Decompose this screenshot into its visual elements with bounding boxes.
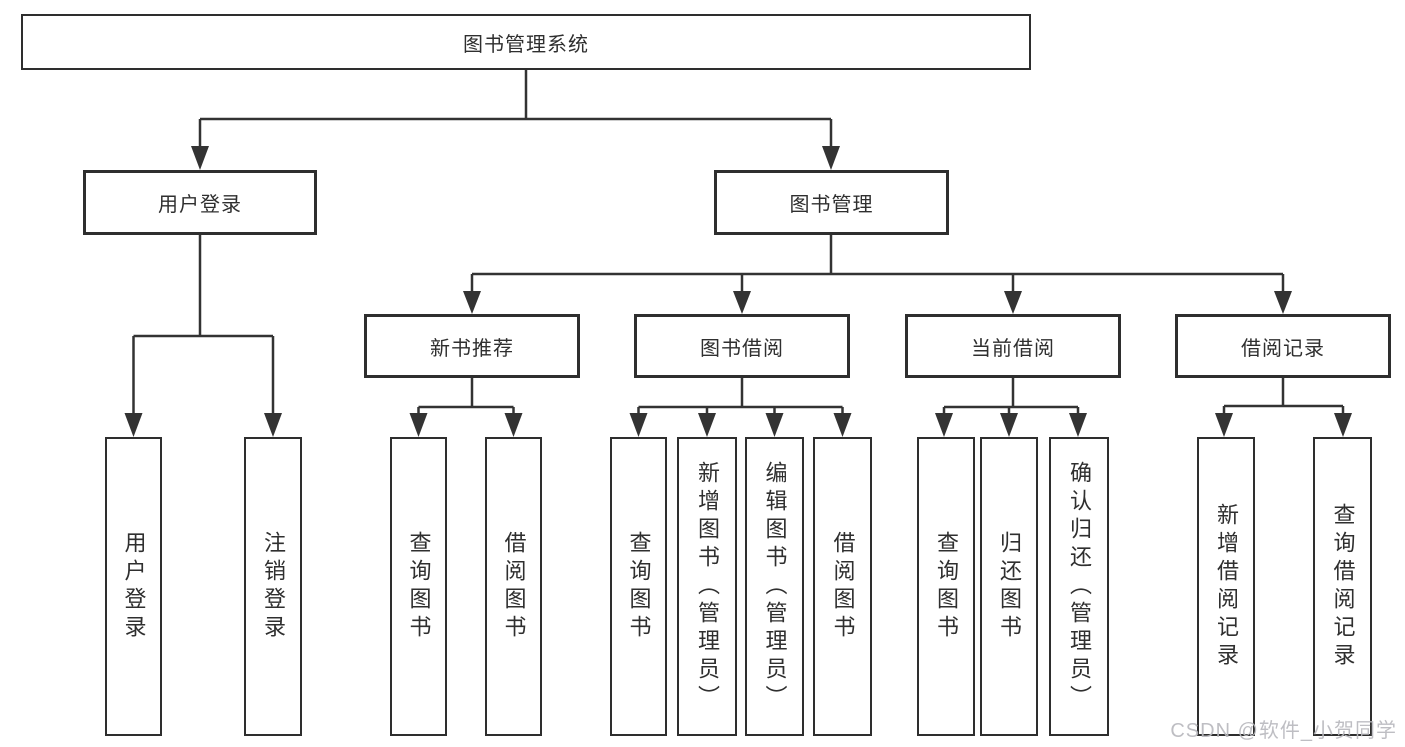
leaf-confirm-return-admin: 确认归还（管理员）	[1049, 437, 1109, 736]
leaf-query-books-current-label: 查询图书	[934, 530, 959, 643]
leaf-query-books-recommend-label: 查询图书	[406, 530, 432, 643]
csdn-watermark: CSDN @软件_小贺同学	[1170, 720, 1397, 742]
leaf-borrow-books-recommend-label: 借阅图书	[501, 530, 527, 643]
arrow-down-icon	[765, 413, 784, 437]
connector-path	[132, 70, 1345, 416]
leaf-add-borrow-record: 新增借阅记录	[1197, 437, 1255, 736]
node-root-label: 图书管理系统	[463, 33, 589, 56]
leaf-query-books-current: 查询图书	[917, 437, 975, 736]
leaf-edit-books-admin: 编辑图书（管理员）	[745, 437, 804, 736]
leaf-add-borrow-record-label: 新增借阅记录	[1214, 502, 1239, 671]
arrow-down-icon	[1000, 413, 1018, 437]
leaf-add-books-admin: 新增图书（管理员）	[677, 437, 737, 736]
node-book-management: 图书管理	[714, 170, 949, 235]
arrow-down-icon	[733, 291, 751, 314]
arrow-down-icon	[833, 413, 852, 437]
leaf-borrow-books-recommend: 借阅图书	[485, 437, 542, 736]
arrow-down-icon	[1215, 413, 1233, 437]
arrow-down-icon	[409, 413, 428, 437]
node-current-borrow-label: 当前借阅	[971, 337, 1055, 360]
arrow-down-icon	[264, 413, 282, 437]
node-root: 图书管理系统	[21, 14, 1031, 70]
arrowheads	[124, 146, 1352, 437]
node-book-borrow-label: 图书借阅	[700, 337, 784, 360]
leaf-edit-books-admin-label: 编辑图书（管理员）	[762, 460, 788, 713]
leaf-user-login-label: 用户登录	[121, 530, 147, 643]
arrow-down-icon	[191, 146, 209, 170]
arrow-down-icon	[1004, 291, 1022, 314]
arrow-down-icon	[1334, 413, 1352, 437]
leaf-borrow-books-label: 借阅图书	[830, 530, 856, 643]
arrow-down-icon	[1069, 413, 1087, 437]
arrow-down-icon	[1274, 291, 1292, 314]
leaf-borrow-books: 借阅图书	[813, 437, 872, 736]
node-new-book-recommend-label: 新书推荐	[430, 337, 514, 360]
leaf-query-books-recommend: 查询图书	[390, 437, 447, 736]
node-user-login-label: 用户登录	[158, 194, 242, 216]
node-borrow-records: 借阅记录	[1175, 314, 1391, 378]
arrow-down-icon	[822, 146, 840, 170]
node-book-management-label: 图书管理	[789, 194, 874, 216]
leaf-query-borrow-record-label: 查询借阅记录	[1330, 502, 1356, 671]
node-borrow-records-label: 借阅记录	[1241, 337, 1325, 360]
leaf-confirm-return-admin-label: 确认归还（管理员）	[1067, 460, 1092, 713]
arrow-down-icon	[698, 413, 716, 437]
node-new-book-recommend: 新书推荐	[364, 314, 580, 378]
arrow-down-icon	[935, 413, 953, 437]
node-book-borrow: 图书借阅	[634, 314, 850, 378]
arrow-down-icon	[629, 413, 648, 437]
node-user-login: 用户登录	[83, 170, 317, 235]
arrow-down-icon	[504, 413, 523, 437]
node-current-borrow: 当前借阅	[905, 314, 1121, 378]
leaf-query-books-borrow: 查询图书	[610, 437, 667, 736]
leaf-query-books-borrow-label: 查询图书	[626, 530, 652, 643]
leaf-logout-label: 注销登录	[261, 530, 286, 643]
arrow-down-icon	[124, 413, 143, 437]
leaf-query-borrow-record: 查询借阅记录	[1313, 437, 1372, 736]
arrow-down-icon	[463, 291, 481, 314]
leaf-return-books: 归还图书	[980, 437, 1038, 736]
leaf-return-books-label: 归还图书	[997, 530, 1022, 643]
leaf-logout: 注销登录	[244, 437, 302, 736]
leaf-add-books-admin-label: 新增图书（管理员）	[695, 460, 720, 713]
leaf-user-login: 用户登录	[105, 437, 162, 736]
